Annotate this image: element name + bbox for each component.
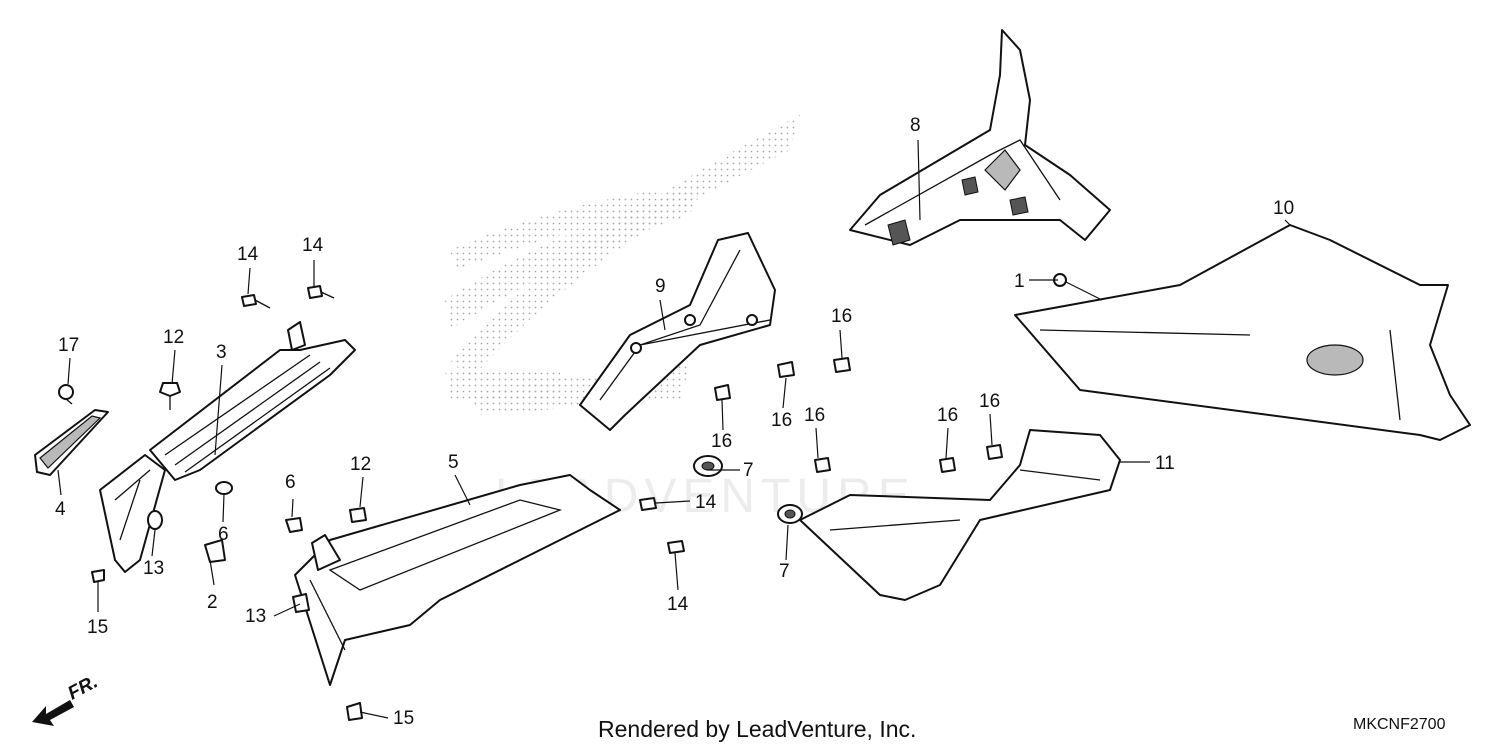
callout-17: 17 [58,335,79,356]
callout-8: 8 [910,115,921,136]
callouts: 1 2 3 4 5 6 6 7 7 8 9 10 11 12 12 13 13 … [55,115,1294,729]
callout-1: 1 [1014,271,1025,292]
callout-14b: 14 [302,235,324,256]
part-5-cover [285,474,685,721]
callout-9: 9 [655,276,666,297]
callout-15b: 15 [393,708,414,729]
part-10-cover [1014,224,1471,441]
part-2-clip [204,539,226,563]
part-14-screws-left [241,285,335,309]
part-11-cover [777,429,1121,601]
callout-15a: 15 [87,617,108,638]
callout-11: 11 [1155,453,1175,474]
callout-16d: 16 [804,405,825,426]
callout-14d: 14 [667,594,689,615]
callout-12a: 12 [163,327,184,348]
callout-2: 2 [207,592,218,613]
callout-13b: 13 [245,606,266,627]
callout-13a: 13 [143,558,164,579]
callout-16b: 16 [711,431,732,452]
part-15-screw-a [91,569,105,583]
callout-7a: 7 [743,460,754,481]
callout-14c: 14 [695,492,717,513]
part-13-nut-a [147,510,163,530]
callout-16c: 16 [771,410,792,431]
callout-7b: 7 [779,561,790,582]
leader-lines [57,139,1291,719]
callout-10: 10 [1273,198,1294,219]
callout-4: 4 [55,499,66,520]
part-17-clip [58,384,74,405]
callout-16f: 16 [979,391,1000,412]
callout-16a: 16 [831,306,852,327]
part-3-stay [99,321,356,573]
callout-6b: 6 [218,524,229,545]
part-4-lens [34,409,109,476]
callout-12b: 12 [350,454,371,475]
callout-6a: 6 [285,472,296,493]
diagram-code: MKCNF2700 [1353,716,1446,733]
callout-16e: 16 [937,405,958,426]
part-8-panel [849,29,1111,246]
callout-14a: 14 [237,244,259,265]
front-marker-label: FR. [64,672,101,705]
render-credit: Rendered by LeadVenture, Inc. [598,716,917,742]
part-6-grommet-a [215,481,233,495]
front-direction-marker: FR. [32,672,101,726]
part-12-bolt-a [159,382,181,410]
callout-5: 5 [448,452,459,473]
callout-3: 3 [216,342,227,363]
part-9-bracket [579,232,851,477]
